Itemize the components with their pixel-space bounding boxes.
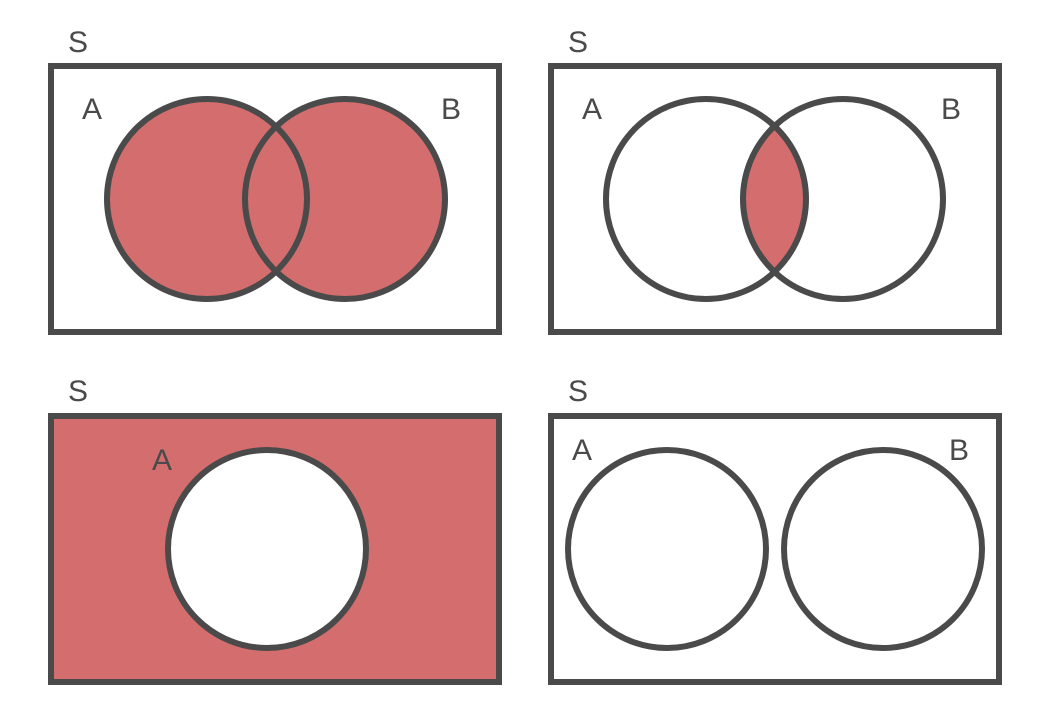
universe-label: S bbox=[68, 26, 88, 59]
universe-rectangle bbox=[548, 413, 1002, 685]
set-a-unshaded-region bbox=[168, 450, 366, 648]
set-a-circle bbox=[565, 447, 769, 651]
set-b-circle bbox=[740, 96, 946, 302]
set-b-circle bbox=[242, 96, 448, 302]
set-a-circle bbox=[104, 96, 310, 302]
set-b-label: B bbox=[949, 434, 969, 467]
set-b-label: B bbox=[441, 93, 461, 126]
universe-label: S bbox=[568, 26, 588, 59]
set-a-circle bbox=[603, 96, 809, 302]
set-a-label: A bbox=[572, 434, 592, 467]
universe-label: S bbox=[568, 375, 588, 408]
set-a-label: A bbox=[582, 93, 602, 126]
universe-label: S bbox=[68, 375, 88, 408]
universe-rectangle bbox=[548, 63, 1002, 335]
venn-diagram-union: S A B bbox=[48, 26, 502, 335]
universe-rectangle bbox=[48, 413, 502, 685]
set-a-circle bbox=[165, 447, 369, 651]
set-a-label: A bbox=[152, 444, 172, 477]
set-a-label: A bbox=[82, 93, 102, 126]
set-b-label: B bbox=[941, 93, 961, 126]
set-b-circle bbox=[781, 447, 985, 651]
venn-diagram-disjoint: S A B bbox=[548, 375, 1002, 685]
venn-diagram-complement: S A bbox=[48, 375, 502, 685]
universe-rectangle bbox=[48, 63, 502, 335]
venn-diagram-intersection: S A B bbox=[548, 26, 1002, 335]
